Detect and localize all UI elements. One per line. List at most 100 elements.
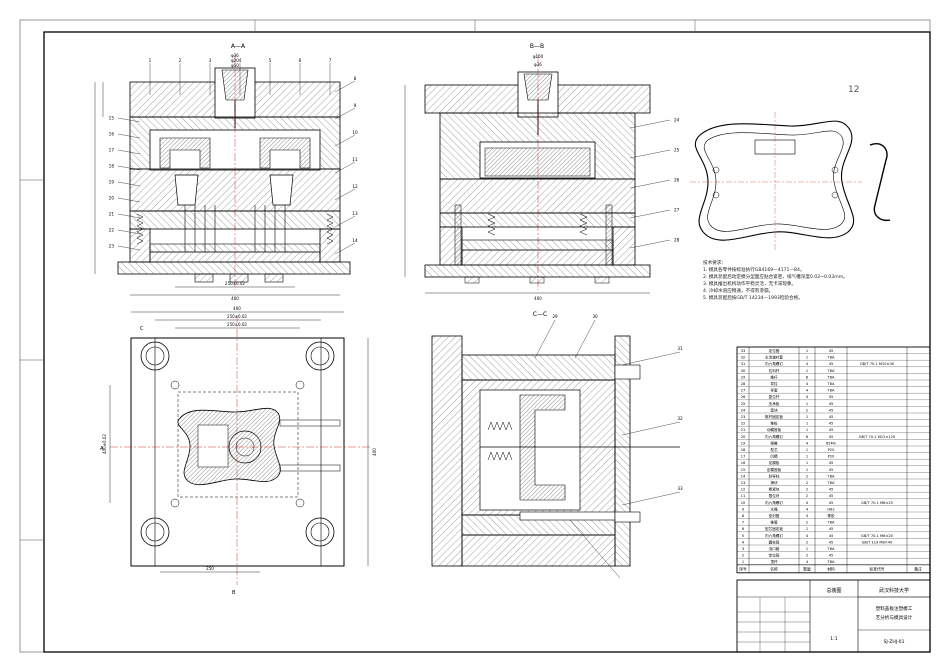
bom-cell: 水嘴	[770, 506, 778, 511]
bom-cell: 45	[829, 534, 834, 538]
dim-aa-top3: φ50	[231, 63, 239, 68]
part-number-label: 17	[109, 148, 115, 153]
bom-cell: 45	[829, 362, 834, 366]
title-drawing-no: SJ-ZHJ-01	[883, 639, 904, 645]
bom-cell: T8A	[827, 375, 835, 379]
bom-cell: 1	[806, 349, 808, 353]
bom-cell: 4	[806, 395, 809, 399]
part-number-label: 2	[179, 58, 182, 63]
bom-cell: 4	[806, 382, 809, 386]
dim-aa-top1: φ20	[231, 58, 239, 63]
section-cc-label: C—C	[533, 311, 547, 318]
bom-cell: 4	[806, 362, 809, 366]
bom-cell: 4	[742, 540, 745, 544]
bom-cell: 滑块	[770, 480, 778, 485]
bom-cell: 22	[741, 422, 746, 426]
bom-cell: 17	[741, 455, 746, 459]
bom-cell: 31	[741, 362, 746, 366]
part-number-label: 11	[352, 157, 358, 162]
bom-cell: 4	[806, 441, 809, 445]
bom-cell: T8A	[827, 369, 835, 373]
bom-cell: 2	[742, 554, 744, 558]
bom-cell: 45	[829, 527, 834, 531]
dim-aa-top2: φ36	[231, 53, 239, 58]
bom-cell: GB/T 119 M8×40	[862, 540, 893, 544]
tech-note-line: 4. 冷却水道应畅通，不得有渗漏。	[703, 289, 774, 294]
bom-cell: 导柱	[770, 381, 778, 386]
part-number-label: 3	[209, 58, 212, 63]
bom-cell: 26	[741, 395, 746, 399]
bom-cell: 65Mn	[826, 441, 836, 445]
bom-cell: 2	[806, 540, 808, 544]
bom-cell: 2	[806, 488, 808, 492]
bom-cell: 6	[806, 435, 809, 439]
part-number-label: 8	[354, 76, 357, 81]
bom-cell: P20	[828, 455, 835, 459]
part-number-label: 7	[329, 58, 332, 63]
part-number-label: 20	[109, 196, 115, 201]
bom-cell: 4	[806, 389, 809, 393]
bom-cell: 2	[806, 554, 808, 558]
bom-cell: 橡胶	[827, 513, 835, 518]
marker-a-left: A	[100, 446, 104, 452]
bom-header: 数量	[803, 566, 811, 571]
bom-cell: 32	[741, 356, 746, 360]
dim-plan-top2: 250±0.02	[227, 314, 247, 319]
section-aa-label: A—A	[231, 43, 246, 50]
tech-note-line: 2. 模具装配后动定模分型面应贴合紧密，排气槽深度0.02~0.03mm。	[703, 275, 848, 280]
bom-header: 材料	[827, 566, 835, 571]
bom-cell: 30	[741, 369, 746, 373]
bom-cell: T8A	[827, 547, 835, 551]
title-university: 武汉科技大学	[879, 587, 909, 594]
bom-cell: 23	[741, 415, 746, 419]
part-number-label: 9	[354, 103, 357, 108]
bom-cell: 15	[741, 468, 746, 472]
bom-cell: 25	[741, 402, 746, 406]
bom-cell: 27	[741, 389, 746, 393]
bom-cell: 45	[829, 428, 834, 432]
bom-cell: 导套	[770, 388, 778, 393]
title-block: 总装图 武汉科技大学 塑料盖板注塑模工 艺分析与模具设计 SJ-ZHJ-01 1…	[736, 579, 931, 653]
bom-cell: 45	[829, 395, 834, 399]
bom-cell: T8A	[827, 521, 835, 525]
bom-cell: 楔紧块	[769, 487, 780, 492]
part-number-label: 32	[677, 416, 683, 421]
bom-cell: 支承板	[769, 401, 780, 406]
bom-cell: 浇口套	[769, 546, 780, 551]
product-part-sketch: 12	[690, 85, 891, 250]
bom-cell: 推杆	[770, 374, 778, 379]
bom-cell: 45	[829, 468, 834, 472]
bom-cell: 7	[742, 521, 744, 525]
corner-mark: 12	[848, 85, 859, 95]
bom-cell: 45	[829, 422, 834, 426]
bom-cell: 19	[741, 441, 746, 445]
bom-cell: 45	[829, 415, 834, 419]
bom-cell: 动模座板	[767, 427, 782, 432]
bom-cell: T8A	[827, 356, 835, 360]
part-number-label: 15	[109, 116, 115, 121]
bom-cell: 45	[829, 461, 834, 465]
tech-note-line: 5. 模具装配后按GB/T 14234—1993检验合格。	[703, 296, 803, 301]
part-number-label: 25	[674, 148, 680, 153]
part-number-label: 31	[677, 346, 683, 351]
bom-cell: 密封圈	[769, 513, 780, 518]
bom-cell: 2	[806, 494, 808, 498]
part-number-label: 1	[149, 58, 152, 63]
dim-bb-top2: φ36	[534, 62, 542, 67]
bom-header: 序号	[739, 566, 747, 571]
bom-cell: 内六角螺钉	[765, 434, 783, 439]
bom-cell: 6	[742, 527, 745, 531]
bom-header: 名称	[770, 566, 778, 571]
part-number-label: 5	[269, 58, 272, 63]
bom-cell: 型芯固定板	[765, 526, 783, 531]
bom-cell: 45	[829, 540, 834, 544]
title-scale: 1:1	[830, 636, 837, 642]
bom-cell: 12	[741, 488, 746, 492]
bom-cell: 4	[806, 514, 809, 518]
bom-cell: 13	[741, 481, 746, 485]
part-number-label: 18	[109, 164, 115, 169]
bom-cell: 28	[741, 382, 746, 386]
